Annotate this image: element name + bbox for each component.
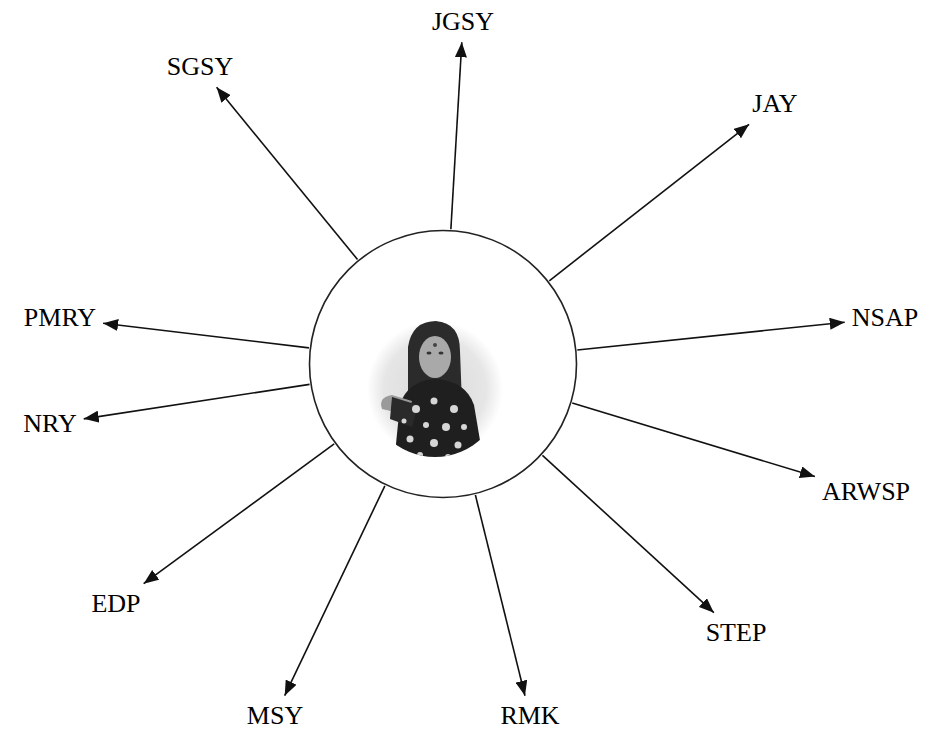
scheme-label: NRY (20, 408, 79, 441)
scheme-label: EDP (88, 588, 143, 621)
circle-border (310, 231, 577, 498)
arrow-connector (542, 455, 713, 612)
arrow-connector (103, 323, 309, 348)
scheme-name: NRY (23, 410, 76, 439)
arrow-connector (285, 486, 385, 696)
scheme-name: EDP (91, 590, 140, 619)
circle-outline (308, 229, 578, 499)
scheme-label: PMRY (21, 302, 99, 335)
scheme-name: RMK (500, 702, 559, 731)
scheme-label: RMK (497, 700, 562, 733)
arrow-connector (84, 384, 310, 418)
center-circle (308, 229, 578, 499)
arrow-connector (217, 87, 358, 259)
scheme-name: MSY (247, 702, 303, 731)
scheme-label: SGSY (164, 51, 236, 84)
scheme-name: PMRY (24, 304, 96, 333)
scheme-label: JAY (749, 88, 800, 121)
scheme-label: JGSY (429, 6, 497, 39)
scheme-name: STEP (706, 619, 767, 648)
scheme-name: ARWSP (822, 478, 910, 507)
scheme-name: SGSY (167, 53, 233, 82)
arrow-connector (577, 322, 844, 350)
scheme-label: NSAP (849, 302, 921, 335)
arrow-connector (144, 444, 335, 584)
scheme-name: JAY (752, 90, 797, 119)
arrow-connector (475, 495, 525, 696)
arrow-connector (572, 403, 815, 476)
scheme-name: JGSY (432, 8, 494, 37)
arrow-connector (451, 42, 462, 229)
scheme-label: STEP (703, 617, 770, 650)
arrow-connector (549, 124, 749, 280)
scheme-name: NSAP (852, 304, 918, 333)
scheme-label: MSY (244, 700, 306, 733)
scheme-label: ARWSP (819, 476, 913, 509)
